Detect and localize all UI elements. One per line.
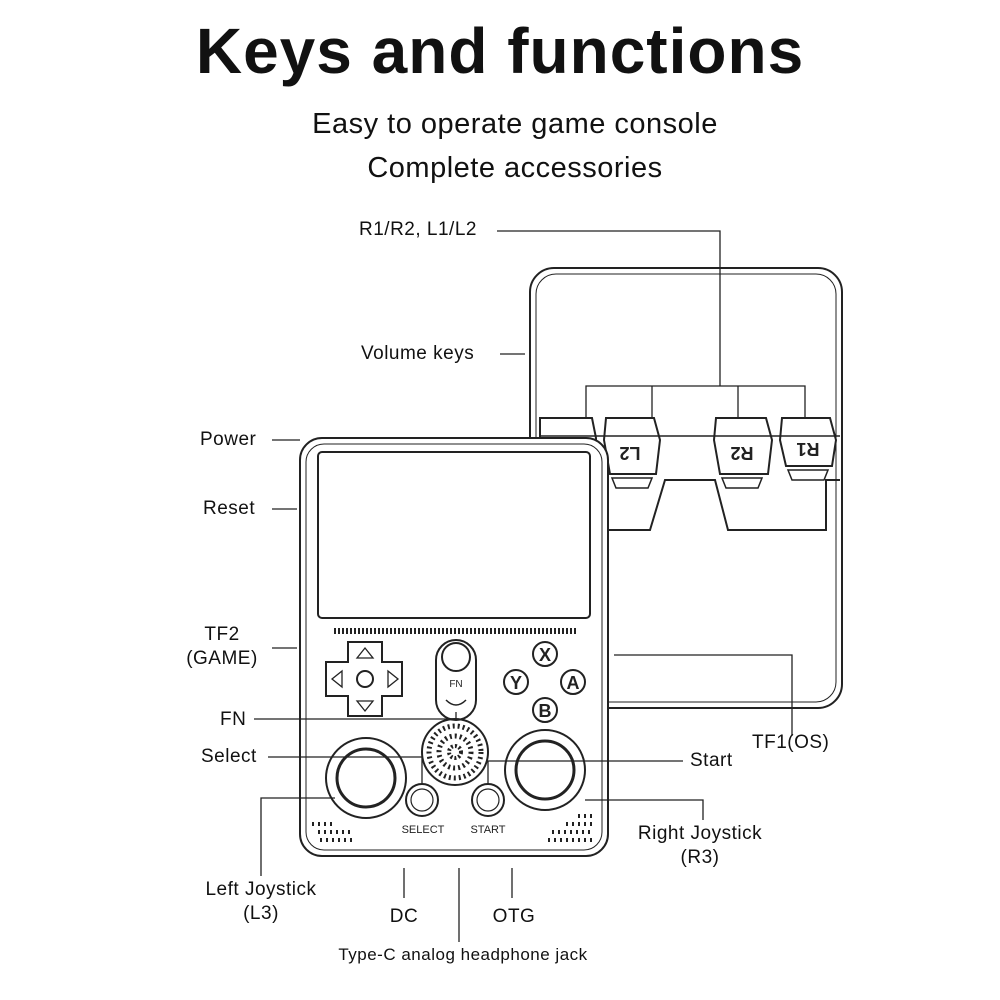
label-left-joystick-line2: (L3) bbox=[243, 903, 279, 924]
label-reset: Reset bbox=[203, 498, 256, 519]
label-tf2-line2: (GAME) bbox=[186, 648, 258, 669]
fn-button bbox=[441, 642, 471, 672]
b-button-text: B bbox=[539, 701, 552, 721]
fn-button-text: FN bbox=[449, 679, 462, 690]
label-start: Start bbox=[690, 750, 733, 771]
label-left-joystick-line1: Left Joystick bbox=[205, 879, 317, 900]
r1-button-text: R1 bbox=[796, 439, 819, 459]
r2-button-shape bbox=[712, 417, 774, 475]
label-tf1: TF1(OS) bbox=[752, 732, 830, 753]
select-button-text: SELECT bbox=[402, 824, 445, 836]
label-otg: OTG bbox=[492, 906, 536, 927]
subtitle-line-1: Easy to operate game console bbox=[312, 108, 718, 140]
label-volume-keys: Volume keys bbox=[361, 343, 475, 364]
x-button bbox=[532, 641, 558, 667]
right-joystick bbox=[504, 729, 586, 811]
screen bbox=[317, 451, 591, 619]
l2-button-shape bbox=[602, 417, 662, 475]
b-button bbox=[532, 697, 558, 723]
a-button-text: A bbox=[567, 673, 580, 693]
label-power: Power bbox=[200, 429, 257, 450]
label-fn: FN bbox=[220, 709, 247, 730]
r2-button-text: R2 bbox=[730, 443, 753, 463]
left-joystick bbox=[325, 737, 407, 819]
label-dc: DC bbox=[389, 906, 419, 927]
label-right-joystick-line2: (R3) bbox=[680, 847, 720, 868]
r1-button-shape bbox=[778, 417, 838, 467]
l2-button-text: L2 bbox=[619, 443, 640, 463]
y-button bbox=[503, 669, 529, 695]
label-tf2-line1: TF2 bbox=[204, 624, 240, 645]
label-right-joystick-line1: Right Joystick bbox=[637, 823, 763, 844]
label-shoulder-buttons: R1/R2, L1/L2 bbox=[359, 219, 477, 240]
x-button-text: X bbox=[539, 645, 551, 665]
label-typec: Type-C analog headphone jack bbox=[338, 945, 588, 964]
y-button-text: Y bbox=[510, 673, 522, 693]
a-button bbox=[560, 669, 586, 695]
subtitle-line-2: Complete accessories bbox=[367, 152, 663, 184]
dpad bbox=[325, 641, 403, 717]
label-select: Select bbox=[201, 746, 257, 767]
page-title: Keys and functions bbox=[195, 15, 805, 87]
start-button-text: START bbox=[470, 824, 505, 836]
